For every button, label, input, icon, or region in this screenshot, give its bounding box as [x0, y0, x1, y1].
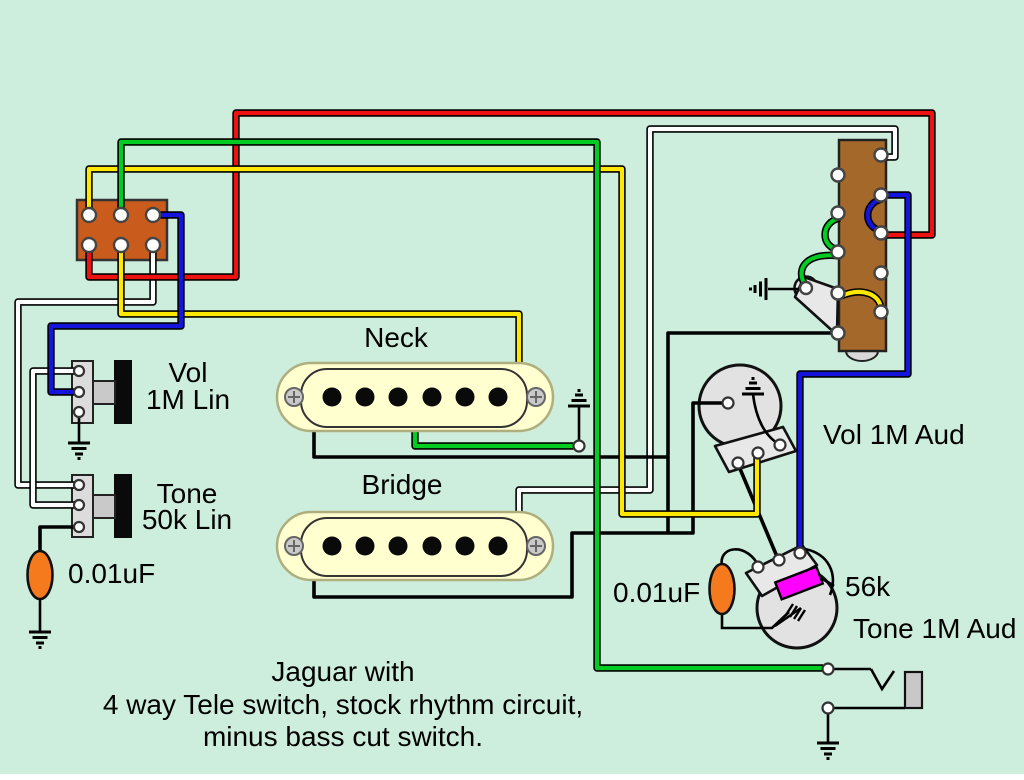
output-jack — [815, 662, 924, 760]
wire-bridge-hot-white — [516, 126, 898, 514]
wire-rhythm-cap-black — [38, 525, 79, 553]
wire-rhythm-blue — [48, 212, 184, 395]
rhythm-tone-label-2: 50k Lin — [142, 504, 232, 535]
lead-tone-casing-hatch-icon — [774, 603, 807, 627]
lead-cap-label: 0.01uF — [613, 577, 700, 608]
wire-red — [86, 110, 935, 280]
wire-neck-ground-green — [412, 428, 574, 449]
lead-vol-lug-2 — [751, 446, 765, 460]
wire-rhythm-link-white — [30, 368, 79, 508]
lead-tone-lug-2 — [772, 553, 786, 567]
jack-hot-lug — [821, 662, 835, 676]
resistor-56k — [773, 565, 825, 601]
rhythm-vol-label-1: Vol — [169, 357, 208, 388]
rhythm-switch-lugs — [80, 206, 162, 254]
wire-neck-ground-black — [312, 428, 668, 459]
wire-leadcap-to-lug — [720, 548, 759, 567]
bridge-pickup — [275, 510, 555, 582]
neck-ground-lug — [572, 439, 586, 453]
bridge-label: Bridge — [362, 469, 443, 500]
rhythm-cap-label: 0.01uF — [68, 558, 155, 589]
bridge-pole-pieces — [322, 536, 508, 556]
caption-line-3: minus bass cut switch. — [203, 721, 483, 752]
wire-rhythm-feed-white — [15, 245, 156, 488]
jack-tip-contact — [869, 668, 896, 692]
jack-sleeve-lug — [821, 701, 835, 715]
jack-sleeve — [903, 670, 924, 710]
rhythm-capacitor — [26, 549, 54, 601]
neck-pickup — [275, 361, 555, 433]
lead-tone-lug-3 — [793, 546, 807, 560]
neck-pole-pieces — [322, 387, 508, 407]
selector-switch-lugs — [798, 147, 889, 341]
resistor-label: 56k — [845, 571, 891, 602]
wire-volaud-yellow — [86, 166, 760, 517]
wire-bridge-ground-black — [312, 401, 726, 599]
rhythm-tone-label-1: Tone — [157, 478, 218, 509]
bottom-strip — [0, 774, 1024, 780]
lead-vol-lug-1 — [731, 456, 745, 470]
rhythm-pot-lugs — [72, 364, 86, 534]
caption-line-2: 4 way Tele switch, stock rhythm circuit, — [103, 689, 583, 720]
wire-toneaud-blue — [797, 192, 911, 553]
rhythm-vol-label-2: 1M Lin — [146, 384, 230, 415]
lead-capacitor — [708, 562, 736, 616]
lead-vol-casing-lug — [721, 396, 735, 410]
caption-line-1: Jaguar with — [271, 656, 414, 687]
resistor-lead-curve — [804, 547, 835, 596]
lead-tone-label: Tone 1M Aud — [853, 613, 1016, 644]
wire-neck-hot-yellow — [118, 245, 522, 368]
neck-label: Neck — [364, 322, 429, 353]
wire-output-green — [118, 139, 823, 671]
lead-vol-lug-3 — [773, 438, 787, 452]
lead-vol-label: Vol 1M Aud — [823, 419, 965, 450]
lead-tone-lug-1 — [751, 560, 765, 574]
wire-leadcap-ground — [720, 611, 790, 630]
wire-selector-ground-black — [666, 331, 837, 533]
